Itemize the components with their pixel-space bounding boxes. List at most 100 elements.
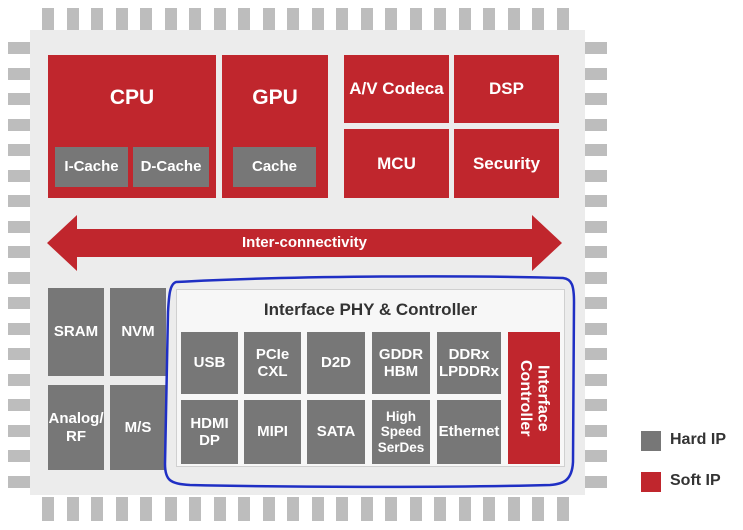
chip-pin: [8, 93, 32, 105]
usb-block: USB: [181, 332, 238, 394]
chip-pin: [42, 497, 54, 521]
gpu-label: GPU: [252, 85, 298, 109]
chip-pin: [262, 497, 275, 521]
chip-pin: [532, 497, 544, 521]
chip-pin: [385, 8, 397, 32]
chip-pin: [189, 8, 201, 32]
chip-pin: [336, 8, 348, 32]
chip-pin: [8, 246, 32, 258]
chip-pin: [8, 450, 32, 462]
chip-pin: [583, 195, 607, 207]
chip-pin: [583, 297, 607, 309]
chip-pin: [287, 8, 299, 32]
chip-pin: [140, 8, 152, 32]
mipi-block: MIPI: [244, 400, 301, 464]
analog-rf-block: Analog/ RF: [48, 385, 104, 470]
chip-pin: [583, 373, 607, 386]
dsp-block: DSP: [454, 55, 559, 123]
nvm-block: NVM: [110, 288, 166, 376]
chip-pin: [507, 8, 520, 32]
chip-pin: [8, 424, 32, 437]
chip-pin: [8, 67, 32, 80]
hard-ip-label: Hard IP: [670, 431, 727, 448]
chip-pin: [311, 497, 324, 521]
chip-pin: [140, 497, 152, 521]
chip-pin: [583, 424, 607, 437]
chip-pin: [189, 497, 201, 521]
chip-pin: [583, 399, 607, 411]
chip-pin: [360, 497, 373, 521]
chip-pin: [262, 8, 275, 32]
ms-block: M/S: [110, 385, 166, 470]
chip-pin: [583, 144, 607, 156]
interface-title: Interface PHY & Controller: [263, 300, 478, 320]
chip-pin: [458, 497, 471, 521]
chip-pin: [483, 497, 495, 521]
chip-pin: [8, 195, 32, 207]
pcie-cxl-block: PCIe CXL: [244, 332, 301, 394]
chip-pin: [164, 8, 177, 32]
soft-ip-label: Soft IP: [670, 472, 721, 489]
ethernet-block: Ethernet: [437, 400, 501, 464]
chip-pin: [213, 8, 226, 32]
soft-ip-swatch: [641, 472, 661, 492]
chip-pin: [8, 42, 32, 54]
hard-ip-swatch: [641, 431, 661, 451]
hdmi-dp-block: HDMI DP: [181, 400, 238, 464]
chip-pin: [8, 373, 32, 386]
chip-pin: [556, 497, 569, 521]
chip-pin: [8, 348, 32, 360]
chip-pin: [8, 271, 32, 284]
chip-pin: [287, 497, 299, 521]
interface-controller-block: Interface Controller: [508, 332, 560, 464]
av-codec-block: A/V Codeca: [344, 55, 449, 123]
chip-pin: [66, 497, 79, 521]
chip-pin: [583, 348, 607, 360]
chip-pin: [336, 497, 348, 521]
cpu-label: CPU: [109, 85, 155, 109]
chip-pin: [583, 67, 607, 80]
chip-pin: [164, 497, 177, 521]
chip-pin: [583, 450, 607, 462]
chip-pin: [583, 475, 607, 488]
d2d-block: D2D: [307, 332, 365, 394]
chip-pin: [238, 497, 250, 521]
chip-pin: [385, 497, 397, 521]
chip-pin: [360, 8, 373, 32]
chip-pin: [409, 8, 422, 32]
chip-pin: [91, 497, 103, 521]
mcu-block: MCU: [344, 129, 449, 198]
high-speed-serdes-block: High Speed SerDes: [372, 400, 430, 464]
chip-pin: [556, 8, 569, 32]
chip-pin: [91, 8, 103, 32]
chip-pin: [583, 93, 607, 105]
chip-pin: [583, 169, 607, 182]
dcache-block: D-Cache: [133, 147, 209, 187]
sata-block: SATA: [307, 400, 365, 464]
ddrx-lpddrx-block: DDRx LPDDRx: [437, 332, 501, 394]
chip-pin: [583, 246, 607, 258]
interconnect-arrow: [47, 215, 562, 271]
chip-pin: [311, 8, 324, 32]
chip-pin: [8, 220, 32, 233]
interface-controller-label: Interface Controller: [517, 359, 552, 437]
chip-pin: [213, 497, 226, 521]
chip-pin: [409, 497, 422, 521]
chip-pin: [583, 271, 607, 284]
chip-pin: [115, 8, 128, 32]
chip-pin: [583, 322, 607, 335]
gpu-cache-block: Cache: [233, 147, 316, 187]
chip-pin: [507, 497, 520, 521]
security-block: Security: [454, 129, 559, 198]
chip-pin: [8, 118, 32, 131]
chip-pin: [483, 8, 495, 32]
chip-pin: [66, 8, 79, 32]
chip-pin: [434, 497, 446, 521]
chip-pin: [8, 475, 32, 488]
icache-block: I-Cache: [55, 147, 128, 187]
chip-pin: [115, 497, 128, 521]
chip-pin: [8, 399, 32, 411]
chip-pin: [8, 144, 32, 156]
chip-pin: [434, 8, 446, 32]
chip-pin: [583, 220, 607, 233]
